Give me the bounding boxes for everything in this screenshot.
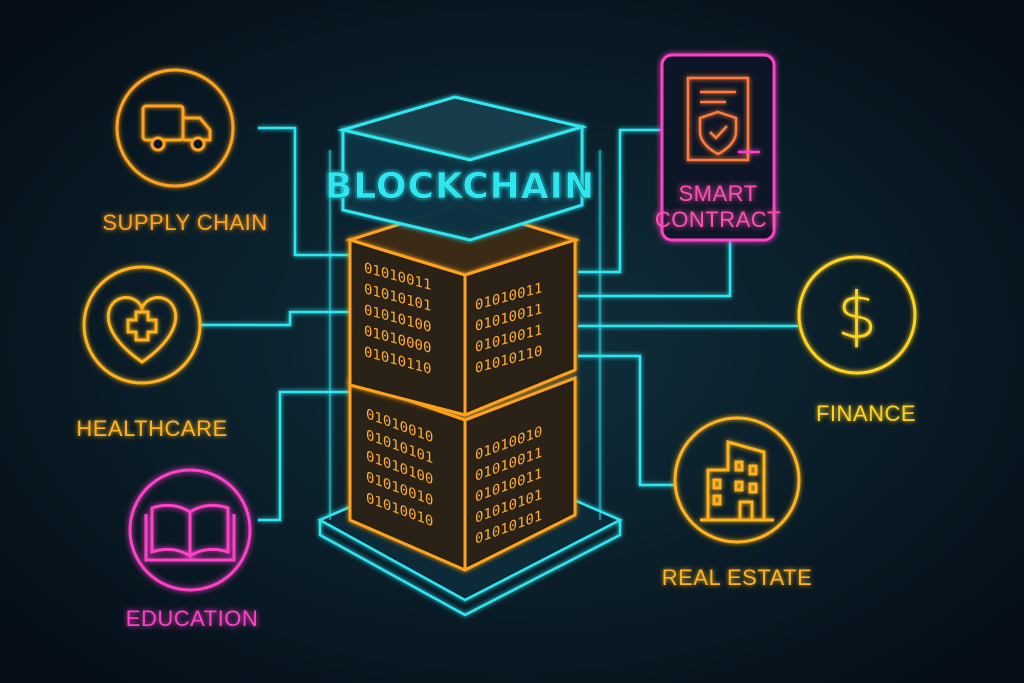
healthcare-label: HEALTHCARE (76, 416, 227, 441)
node-healthcare[interactable]: HEALTHCARE (76, 265, 227, 441)
smart-contract-label-line2: CONTRACT (655, 207, 781, 232)
node-finance[interactable]: $ FINANCE (797, 255, 917, 426)
node-real-estate[interactable]: REAL ESTATE (662, 416, 813, 590)
document-shield-icon (686, 76, 760, 162)
node-education[interactable]: EDUCATION (126, 468, 258, 631)
dollar-icon: $ (837, 280, 878, 354)
book-icon (144, 503, 236, 562)
blockchain-title: BLOCKCHAIN (325, 166, 595, 207)
supply-chain-label: SUPPLY CHAIN (102, 210, 267, 235)
bottom-left-binary: 01010010 01010101 01010100 01010010 0101… (366, 406, 433, 530)
building-icon (700, 440, 774, 522)
top-left-binary: 01010011 01010101 01010100 01010000 0101… (364, 260, 431, 378)
connector-lines (200, 126, 798, 522)
node-supply-chain[interactable]: SUPPLY CHAIN (102, 68, 267, 235)
finance-label: FINANCE (816, 401, 916, 426)
heart-plus-icon (106, 296, 178, 364)
blockchain-top-block: BLOCKCHAIN (325, 95, 595, 242)
node-smart-contract[interactable]: SMART CONTRACT (655, 53, 781, 242)
truck-icon (141, 104, 212, 152)
smart-contract-label-line1: SMART (678, 181, 757, 206)
real-estate-label: REAL ESTATE (662, 565, 813, 590)
bottom-block: 01010010 01010101 01010100 01010010 0101… (348, 375, 577, 572)
education-label: EDUCATION (126, 606, 258, 631)
